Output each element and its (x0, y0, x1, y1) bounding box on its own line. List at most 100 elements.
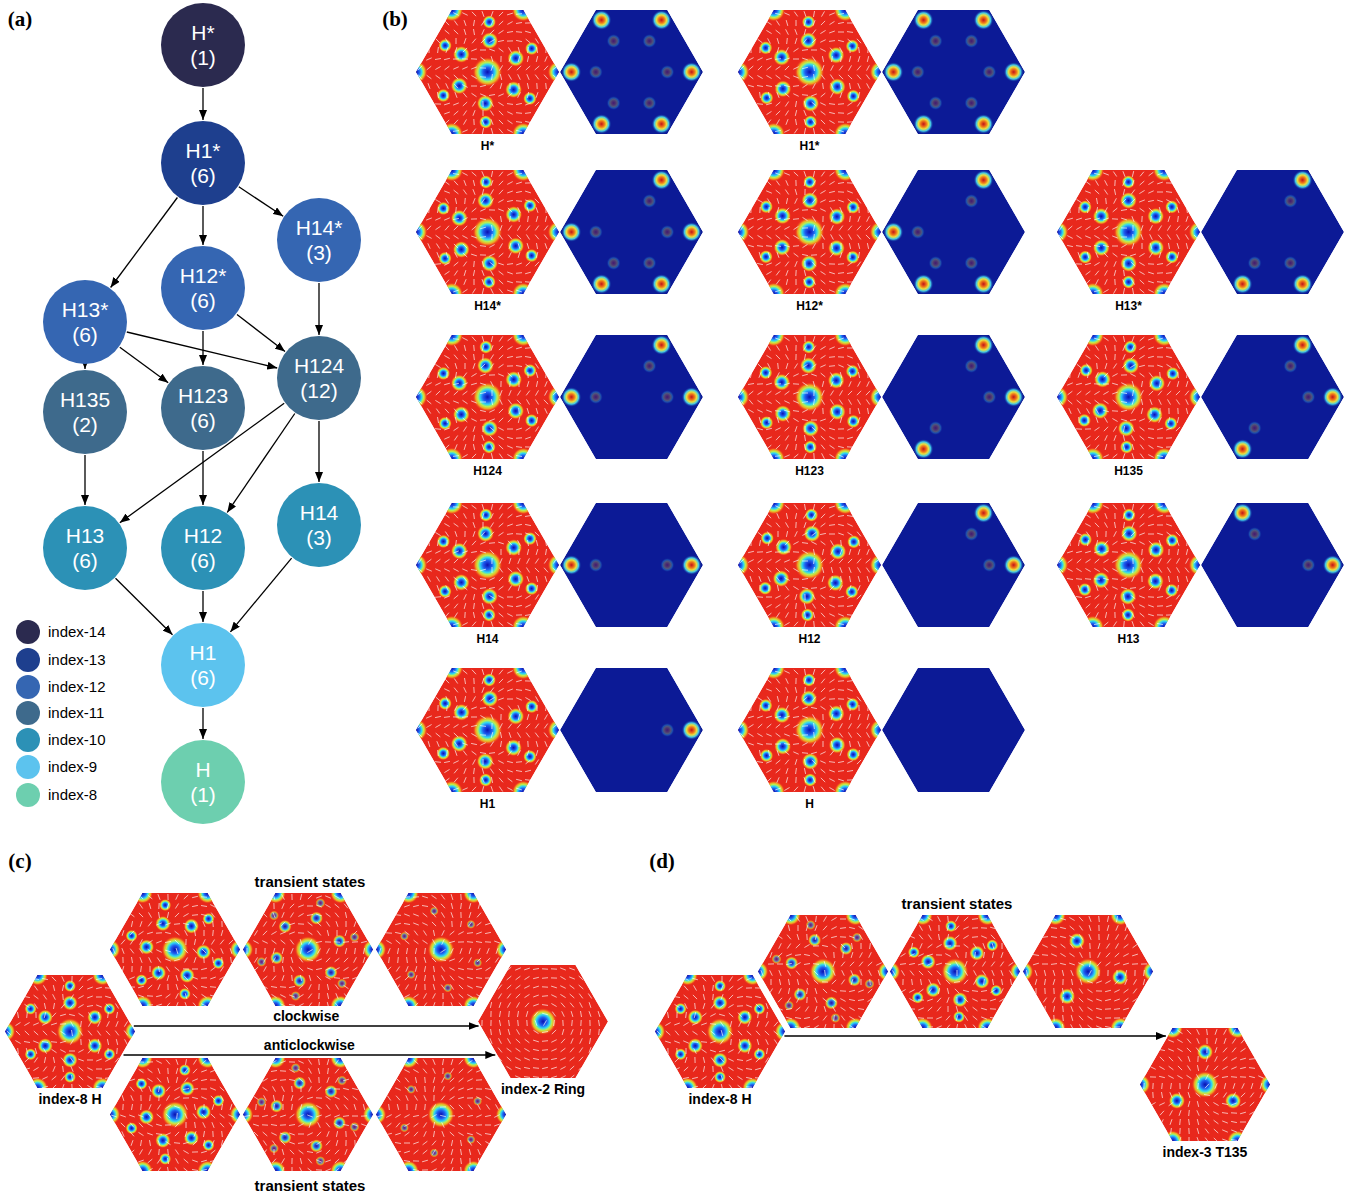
hexagon-image (100, 883, 251, 1016)
defect-spot (920, 954, 936, 970)
defect-spot (834, 616, 857, 639)
eigenvector-hexagon (1201, 335, 1344, 459)
legend-swatch (16, 620, 40, 644)
defect-spot (398, 1160, 419, 1181)
state-label: H12 (184, 523, 223, 548)
defect-spot (714, 1071, 726, 1083)
defect-spot (430, 1148, 439, 1157)
defect-spot (315, 1156, 325, 1166)
defect-spot (1046, 554, 1069, 577)
hot-spot (974, 274, 994, 294)
eigenvector-hexagon (1201, 503, 1344, 627)
difference-ground (882, 170, 1025, 294)
faint-spot (660, 723, 674, 737)
defect-spot (135, 974, 147, 986)
state-caption: H1* (799, 139, 819, 153)
defect-spot (479, 508, 493, 522)
arrow-connector (84, 365, 85, 369)
state-circle: H12(6) (161, 506, 245, 590)
state-label: H1* (185, 138, 220, 163)
defect-spot (774, 405, 791, 422)
defect-spot (523, 750, 537, 764)
faint-spot (606, 256, 620, 270)
defect-spot (438, 697, 452, 711)
defect-spot (1093, 540, 1110, 557)
hexagon-image (727, 324, 893, 471)
hexagon-image (233, 883, 384, 1016)
director-field (740, 669, 879, 792)
difference-ground (1201, 503, 1344, 627)
state-label: H1 (190, 640, 217, 665)
solution-hexagon (1046, 324, 1212, 471)
hexagon-image (655, 975, 785, 1088)
state-caption: index-8 H (38, 1091, 101, 1108)
defect-spot (479, 115, 493, 129)
defect-spot (1094, 371, 1111, 388)
defect-spot (366, 1104, 387, 1125)
hot-spot (974, 503, 994, 523)
defect-spot (451, 210, 468, 227)
faint-spot (1283, 359, 1297, 373)
state-label: H14* (296, 215, 343, 240)
hexagon-ground (243, 1058, 373, 1171)
hot-spot (914, 114, 934, 134)
defect-spot (774, 239, 791, 256)
defect-spot (333, 934, 347, 948)
difference-image (1201, 503, 1344, 627)
director-field (740, 336, 879, 459)
state-caption: H135 (1114, 464, 1143, 478)
defect-spot (912, 1017, 933, 1038)
difference-image (560, 170, 703, 294)
hexagon-ground (416, 668, 559, 792)
defect-spot (473, 715, 503, 745)
hexagon-ground (416, 335, 559, 459)
state-label: H14 (300, 500, 339, 525)
defect-spot (1165, 250, 1179, 264)
defect-spot (440, 159, 463, 182)
defect-spot (27, 975, 48, 986)
defect-spot (1114, 382, 1144, 412)
defect-spot (808, 933, 822, 947)
defect-spot (801, 192, 818, 209)
defect-spot (505, 206, 522, 223)
defect-spot (1079, 364, 1093, 378)
hot-spot (561, 387, 581, 407)
director-field (1059, 504, 1199, 627)
defect-spot (398, 883, 419, 904)
state-label: (1) (190, 45, 216, 70)
hexagon-ground (416, 170, 559, 294)
director-field (657, 976, 778, 1088)
defect-spot (463, 1048, 484, 1069)
defect-spot (846, 364, 860, 378)
solution-hexagon (1046, 159, 1212, 306)
defect-spot (512, 159, 535, 182)
defect-spot (774, 738, 791, 755)
defect-spot (802, 15, 816, 29)
defect-spot (727, 554, 750, 577)
arrow-connector (116, 578, 173, 634)
defect-spot (24, 1048, 36, 1060)
transient-hexagon (233, 883, 384, 1016)
defect-spot (453, 406, 470, 423)
hot-spot (561, 555, 581, 575)
eigenvector-hexagon (882, 503, 1025, 627)
defect-spot (780, 905, 801, 926)
arrow-connector (127, 332, 277, 368)
defect-spot (1153, 283, 1176, 306)
state-circle: H(1) (161, 740, 245, 824)
state-label: H124 (294, 353, 344, 378)
defect-spot (103, 1048, 115, 1060)
defect-spot (834, 492, 857, 515)
defect-spot (132, 1048, 153, 1069)
defect-spot (1069, 933, 1086, 950)
hexagon-ground (758, 915, 888, 1028)
arrow-connector (784, 1035, 1166, 1036)
defect-spot (762, 492, 785, 515)
defect-spot (727, 386, 750, 409)
hexagon-image (727, 0, 893, 145)
hot-spot (914, 439, 934, 459)
defect-spot (1147, 208, 1164, 225)
defect-spot (507, 708, 524, 725)
defect-spot (159, 899, 171, 911)
hexagon-image (727, 657, 893, 804)
